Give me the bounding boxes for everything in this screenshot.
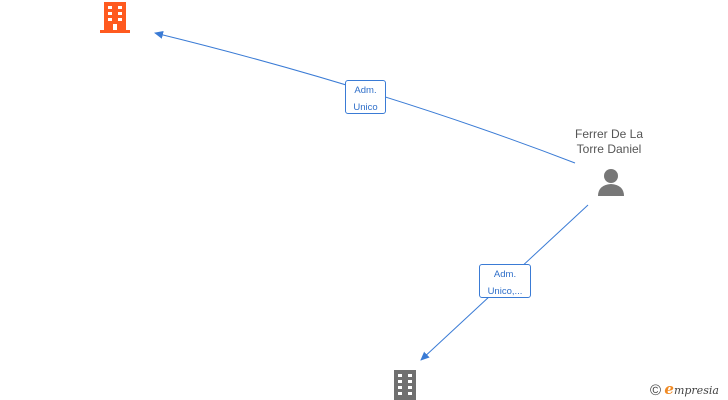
edge-label-line2: Unico	[353, 102, 378, 113]
building-icon[interactable]	[100, 2, 130, 33]
person-name-line1: Ferrer De La	[574, 127, 644, 141]
person-icon[interactable]	[598, 169, 624, 196]
edge-label-adm-unico-2[interactable]: Adm. Unico,...	[479, 264, 531, 298]
copyright-icon: ©	[650, 382, 662, 399]
edge-label-adm-unico[interactable]: Adm. Unico	[345, 80, 386, 114]
empresia-logo[interactable]: © empresia	[650, 380, 719, 399]
edge-label-line1: Adm.	[493, 269, 517, 280]
edge-label-line1: Adm.	[354, 85, 377, 96]
person-name-label[interactable]: Ferrer De La Torre Daniel	[560, 127, 658, 157]
edge-label-line2: Unico,...	[487, 286, 523, 297]
person-name-line2: Torre Daniel	[576, 142, 642, 156]
logo-text: mpresia	[673, 384, 719, 397]
building-icon[interactable]	[394, 370, 416, 400]
logo-initial: e	[664, 380, 674, 398]
